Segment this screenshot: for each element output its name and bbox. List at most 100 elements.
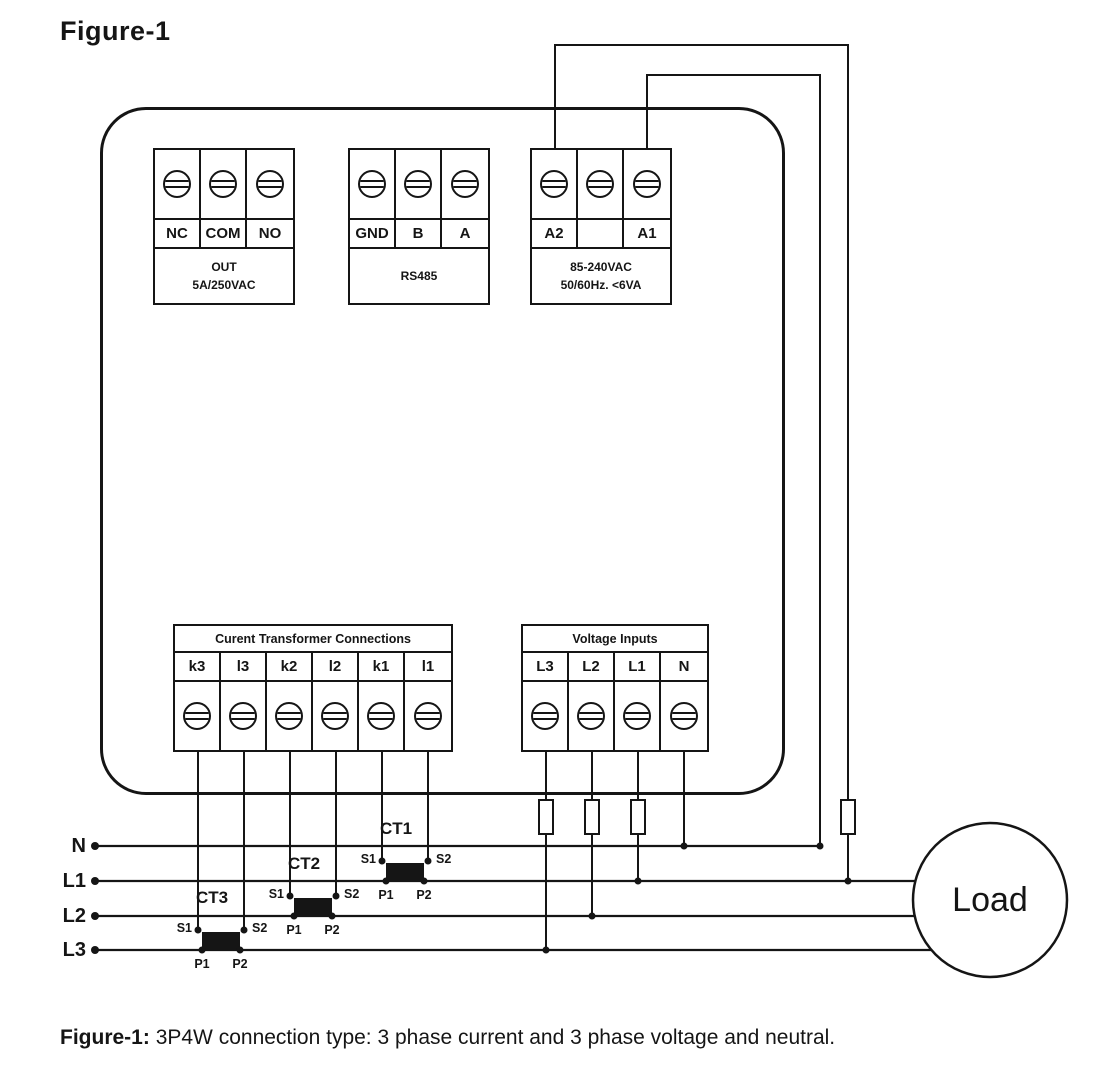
- aux-power-caption: 85-240VAC 50/60Hz. <6VA: [530, 247, 672, 305]
- screw-terminal: [267, 682, 313, 750]
- junction-dot: [816, 842, 824, 850]
- terminal-label-vl3: L3: [523, 653, 569, 680]
- screw-icon: [577, 702, 605, 730]
- terminal-block-ct: Curent Transformer Connections k3 l3 k2 …: [173, 624, 453, 752]
- screw-terminal: [155, 150, 201, 218]
- terminal-label-vl1: L1: [615, 653, 661, 680]
- ct1-core: [386, 863, 424, 881]
- caption-line: 5A/250VAC: [192, 278, 256, 292]
- screw-terminal: [201, 150, 247, 218]
- terminal-label-l2: l2: [313, 653, 359, 680]
- ct3-s2-label: S2: [252, 921, 268, 935]
- figure-caption: Figure-1: 3P4W connection type: 3 phase …: [60, 1026, 835, 1050]
- screw-icon: [414, 702, 442, 730]
- terminal-label-com: COM: [201, 220, 247, 247]
- screw-terminal: [247, 150, 293, 218]
- screw-icon: [404, 170, 432, 198]
- screw-row: [530, 148, 672, 220]
- screw-icon: [256, 170, 284, 198]
- ct2-p1-label: P1: [286, 923, 302, 937]
- ct2-s2-dot: [332, 892, 340, 900]
- screw-terminal: [624, 150, 670, 218]
- terminal-label-vn: N: [678, 658, 690, 675]
- ct-block-title: Curent Transformer Connections: [173, 624, 453, 653]
- terminal-label-a2: A2: [532, 220, 578, 247]
- screw-terminal: [405, 682, 451, 750]
- screw-row: [348, 148, 490, 220]
- screw-terminal: [396, 150, 442, 218]
- ct2-s1-dot: [286, 892, 294, 900]
- screw-row: [521, 680, 709, 752]
- line-start-dot-n: [91, 842, 99, 850]
- ct2-label: CT2: [288, 854, 321, 873]
- terminal-label-blank: [578, 220, 624, 247]
- fuse-l3: [538, 799, 554, 835]
- screw-icon: [633, 170, 661, 198]
- ct3-p1-dot: [198, 946, 206, 954]
- ct1-p2-dot: [420, 877, 428, 885]
- caption-line: 50/60Hz. <6VA: [560, 278, 642, 292]
- terminal-block-relay-output: NC COM NO OUT 5A/250VAC: [153, 148, 295, 305]
- terminal-label-b: B: [396, 220, 442, 247]
- terminal-label-row: A2 A1: [530, 218, 672, 249]
- terminal-label-row: GND B A: [348, 218, 490, 249]
- ct3-s1-label: S1: [176, 921, 192, 935]
- screw-terminal: [221, 682, 267, 750]
- terminal-label-a: A: [459, 225, 471, 242]
- ct3-p2-dot: [236, 946, 244, 954]
- ct1-s2-label: S2: [436, 852, 452, 866]
- screw-row: [153, 148, 295, 220]
- caption-line: RS485: [400, 269, 438, 283]
- junction-dot: [634, 877, 642, 885]
- screw-icon: [586, 170, 614, 198]
- caption-line: OUT: [211, 260, 237, 274]
- ct2-core: [294, 898, 332, 916]
- screw-terminal: [569, 682, 615, 750]
- figure-title: Figure-1: [60, 16, 171, 46]
- terminal-label-l3: l3: [221, 653, 267, 680]
- figure-caption-bold: Figure-1:: [60, 1026, 150, 1049]
- screw-terminal: [532, 150, 578, 218]
- screw-icon: [229, 702, 257, 730]
- ct1-s2-dot: [424, 857, 432, 865]
- terminal-label-row: k3 l3 k2 l2 k1 l1: [173, 651, 453, 682]
- junction-dot: [680, 842, 688, 850]
- caption-line: 85-240VAC: [570, 260, 632, 274]
- screw-icon: [540, 170, 568, 198]
- screw-terminal: [442, 150, 488, 218]
- ct3-p1-label: P1: [194, 957, 210, 971]
- voltage-block-title: Voltage Inputs: [521, 624, 709, 653]
- ct3-label: CT3: [196, 888, 229, 907]
- terminal-label-row: NC COM NO: [153, 218, 295, 249]
- screw-terminal: [661, 682, 707, 750]
- phase-label-l3: L3: [62, 939, 86, 961]
- ct1-p1-dot: [382, 877, 390, 885]
- screw-icon: [275, 702, 303, 730]
- line-start-dot-l3: [91, 946, 99, 954]
- screw-icon: [451, 170, 479, 198]
- phase-label-l2: L2: [62, 905, 86, 927]
- fuse-supply: [840, 799, 856, 835]
- junction-dot: [588, 912, 596, 920]
- screw-terminal: [350, 150, 396, 218]
- rs485-caption: RS485: [348, 247, 490, 305]
- terminal-label-row: L3 L2 L1 N: [521, 651, 709, 682]
- terminal-block-aux-power: A2 A1 85-240VAC 50/60Hz. <6VA: [530, 148, 672, 305]
- ct2-p2-dot: [328, 912, 336, 920]
- terminal-label-a1: A1: [637, 225, 657, 242]
- ct2-s1-label: S1: [268, 887, 284, 901]
- line-start-dot-l2: [91, 912, 99, 920]
- junction-dot: [542, 946, 550, 954]
- terminal-label-gnd: GND: [350, 220, 396, 247]
- screw-icon: [358, 170, 386, 198]
- screw-icon: [670, 702, 698, 730]
- terminal-label-vl2: L2: [569, 653, 615, 680]
- screw-terminal: [175, 682, 221, 750]
- line-start-dot-l1: [91, 877, 99, 885]
- relay-output-caption: OUT 5A/250VAC: [153, 247, 295, 305]
- screw-icon: [183, 702, 211, 730]
- ct3-core: [202, 932, 240, 950]
- ct1-s1-label: S1: [360, 852, 376, 866]
- screw-icon: [321, 702, 349, 730]
